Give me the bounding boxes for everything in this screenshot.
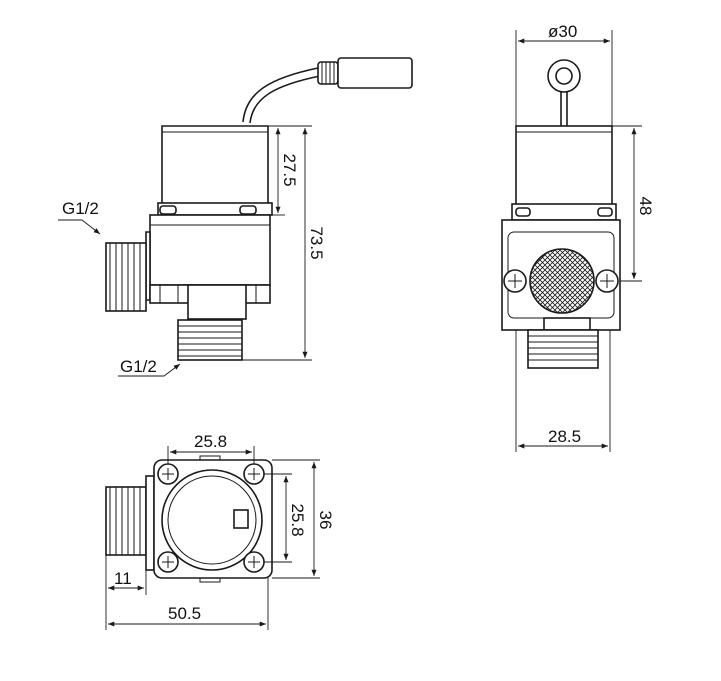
screw-bl [157, 551, 179, 573]
coil-height-label: 27.5 [280, 153, 299, 186]
thread-length-label: 11 [114, 569, 132, 588]
bottom-view-thread [105, 486, 147, 556]
hole-spacing-v-label: 25.8 [288, 503, 307, 536]
bottom-thread [177, 319, 243, 361]
side-view: ø30 48 28.5 [501, 22, 655, 452]
coil [161, 125, 269, 205]
cable-plug [317, 57, 413, 89]
thread-side-label: G1/2 [62, 199, 99, 218]
flange-height-label: 36 [316, 511, 335, 530]
mesh-filter [529, 248, 595, 314]
side-thread [105, 242, 147, 312]
front-view: G1/2 G1/2 27.5 73.5 [58, 57, 413, 377]
side-coil [515, 125, 613, 207]
side-bottom-thread [527, 329, 599, 369]
cable [242, 67, 319, 123]
total-length-label: 50.5 [168, 604, 201, 623]
key-square [233, 509, 249, 529]
side-height-label: 48 [636, 197, 655, 216]
total-height-label: 73.5 [307, 226, 326, 259]
body-circle [161, 469, 263, 571]
screw-tl [157, 463, 179, 485]
side-width-label: 28.5 [548, 427, 581, 446]
screw-tr [243, 463, 265, 485]
bottom-view: 25.8 25.8 36 11 50.5 [105, 432, 335, 630]
thread-bottom-label: G1/2 [120, 357, 157, 376]
hole-spacing-h-label: 25.8 [194, 432, 227, 451]
screw-br [243, 551, 265, 573]
diameter-label: ø30 [548, 22, 577, 41]
